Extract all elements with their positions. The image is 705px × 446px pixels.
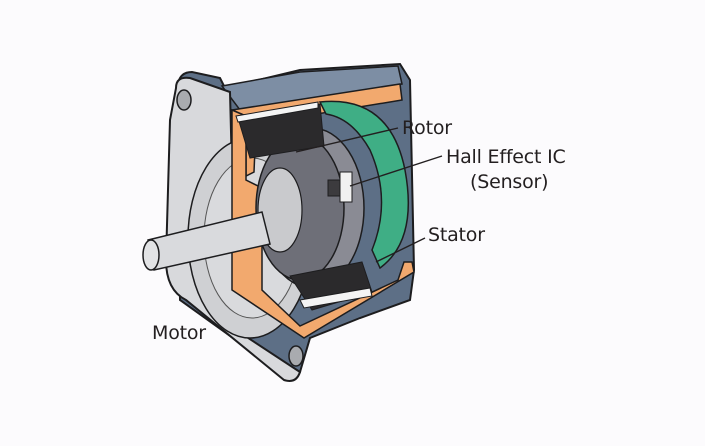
stator-label: Stator bbox=[428, 224, 485, 246]
hall-effect-ic-label: Hall Effect IC bbox=[446, 146, 566, 168]
mounting-hole-icon bbox=[176, 89, 192, 111]
pcb-disc bbox=[318, 100, 410, 270]
stator-windings bbox=[235, 101, 373, 311]
motor-label: Motor bbox=[152, 322, 206, 344]
motor-shaft bbox=[142, 211, 271, 271]
hall-sensor-chip bbox=[327, 171, 353, 203]
mounting-hole-icon bbox=[288, 345, 304, 367]
rotor bbox=[255, 127, 365, 289]
sensor-label: (Sensor) bbox=[470, 171, 549, 193]
rotor-label: Rotor bbox=[402, 117, 452, 139]
leader-lines bbox=[295, 127, 443, 263]
